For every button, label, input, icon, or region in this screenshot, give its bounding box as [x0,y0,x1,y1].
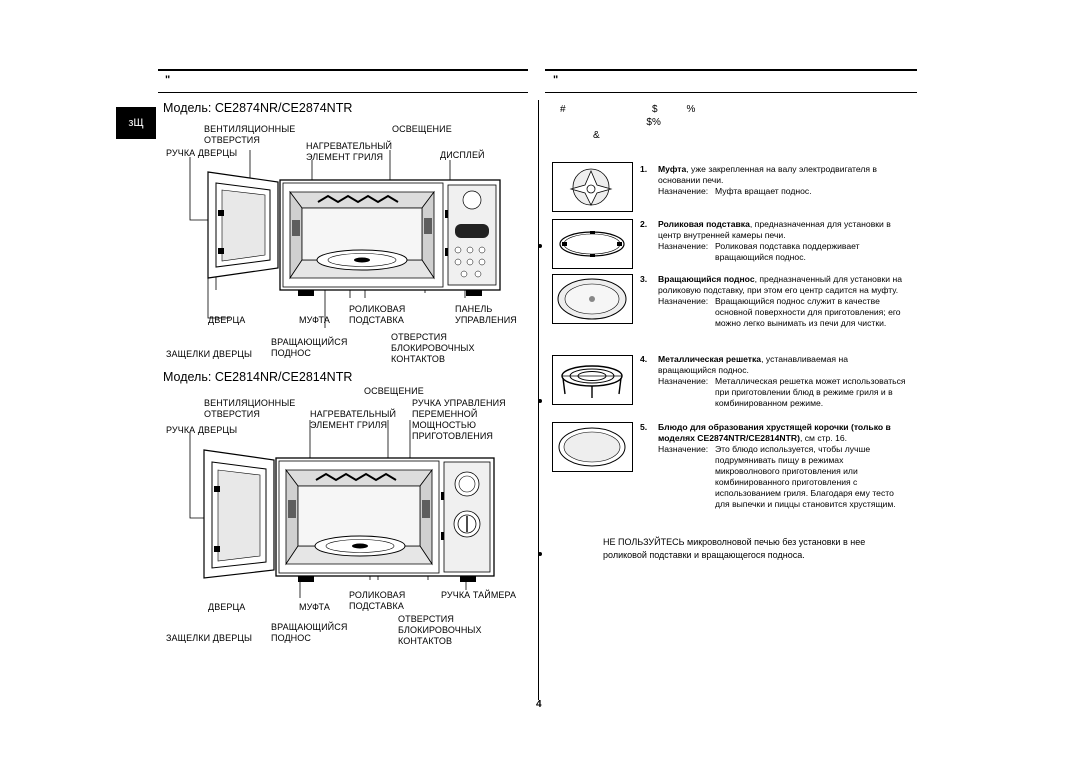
m1-label-latches: ЗАЩЕЛКИ ДВЕРЦЫ [166,349,253,359]
coupler-picture [552,162,633,212]
intro-line-3: & [593,130,600,141]
m1-label-coupler: МУФТА [299,315,330,325]
intro-line-2: $% [560,117,662,128]
m2-label-interlock: ОТВЕРСТИЯ БЛОКИРОВОЧНЫХ КОНТАКТОВ [398,614,482,646]
accessory-item-2: 2. Роликовая подставка, предназначенная … [640,219,891,262]
m1-label-roller: РОЛИКОВАЯ ПОДСТАВКА [349,304,406,325]
warning-line-2: роликовой подставки и вращающегося подно… [603,550,805,560]
m2-label-timer: РУЧКА ТАЙМЕРА [441,590,517,600]
m1-label-display: ДИСПЛЕЙ [440,150,485,160]
turntable-picture [552,274,633,324]
crusty-plate-picture [552,422,633,472]
header-right-glyph: " [553,74,559,86]
m2-label-light: ОСВЕЩЕНИЕ [364,386,424,396]
m2-label-coupler: МУФТА [299,602,330,612]
accessory-item-3: 3. Вращающийся поднос, предназначенный д… [640,274,902,328]
warning-line-1: НЕ ПОЛЬЗУЙТЕСЬ микроволновой печью без у… [603,537,866,547]
m2-label-door: ДВЕРЦА [208,602,246,612]
header-rule-right-bottom [545,92,917,93]
header-left-glyph: " [165,74,171,86]
m2-label-turntable: ВРАЩАЮЩИЙСЯ ПОДНОС [271,622,348,643]
model2-title: Модель: CE2814NR/CE2814NTR [163,370,353,384]
m1-label-panel: ПАНЕЛЬ УПРАВЛЕНИЯ [455,304,517,325]
page-number: 4 [536,699,542,710]
bullet-3 [538,552,542,556]
m1-label-handle: РУЧКА ДВЕРЦЫ [166,148,238,158]
m1-label-vent: ВЕНТИЛЯЦИОННЫЕ ОТВЕРСТИЯ [204,124,296,145]
m1-label-light: ОСВЕЩЕНИЕ [392,124,452,134]
m2-label-handle: РУЧКА ДВЕРЦЫ [166,425,238,435]
m1-label-interlock: ОТВЕРСТИЯ БЛОКИРОВОЧНЫХ КОНТАКТОВ [391,332,475,364]
m1-label-turntable: ВРАЩАЮЩИЙСЯ ПОДНОС [271,337,348,358]
header-rule-left-top [158,69,528,71]
intro-line-1: # $ % [560,104,696,115]
m1-label-heater: НАГРЕВАТЕЛЬНЫЙ ЭЛЕМЕНТ ГРИЛЯ [306,141,393,162]
header-rule-right-top [545,69,917,71]
language-tab: зЩ [116,107,156,139]
m2-label-roller: РОЛИКОВАЯ ПОДСТАВКА [349,590,406,611]
header-rule-left-bottom [158,92,528,93]
accessory-item-5: 5. Блюдо для образования хрустящей короч… [640,422,896,509]
accessory-item-4: 4. Металлическая решетка, устанавливаема… [640,354,906,408]
model2-diagram [189,420,495,598]
metal-rack-picture [552,355,633,405]
m2-label-vent: ВЕНТИЛЯЦИОННЫЕ ОТВЕРСТИЯ [204,398,296,419]
m2-label-heater: НАГРЕВАТЕЛЬНЫЙ ЭЛЕМЕНТ ГРИЛЯ [310,409,397,430]
m1-label-door: ДВЕРЦА [208,315,246,325]
model1-diagram [189,150,501,328]
model1-title: Модель: CE2874NR/CE2874NTR [163,101,353,115]
m2-label-latches: ЗАЩЕЛКИ ДВЕРЦЫ [166,633,253,643]
accessory-item-1: 1. Муфта, уже закрепленная на валу элект… [640,164,877,196]
bullet-1 [538,244,542,248]
bullet-2 [538,399,542,403]
m2-label-power: РУЧКА УПРАВЛЕНИЯ ПЕРЕМЕННОЙ МОЩНОСТЬЮ ПР… [412,398,506,441]
roller-ring-picture [552,219,633,269]
